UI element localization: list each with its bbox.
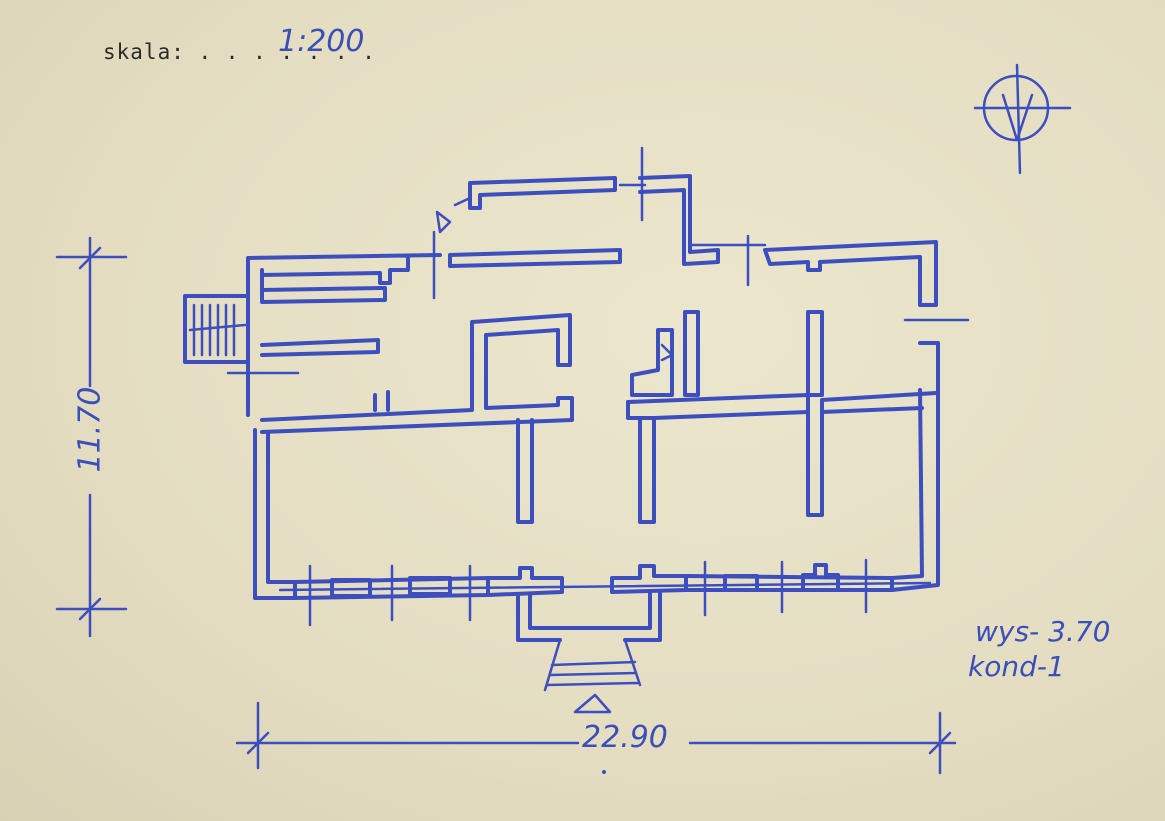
width-dimension-text: 22.90	[582, 720, 668, 755]
width-dimension-line	[235, 701, 957, 775]
outer-walls	[246, 174, 940, 600]
north-arrow-icon	[973, 63, 1072, 175]
scale-label: skala: . . . . . . .	[103, 40, 376, 64]
depth-dimension-text: 11.70	[72, 386, 108, 473]
height-note: wys- 3.70	[975, 615, 1111, 648]
wall-openings	[226, 146, 970, 375]
depth-dimension-line	[55, 236, 128, 638]
side-stairs	[183, 294, 250, 364]
floors-note: kond-1	[968, 650, 1065, 683]
side-entrance-marker	[435, 196, 472, 234]
front-wall	[278, 558, 932, 627]
scale-value: 1:200	[278, 24, 365, 59]
front-stairs	[516, 590, 662, 714]
